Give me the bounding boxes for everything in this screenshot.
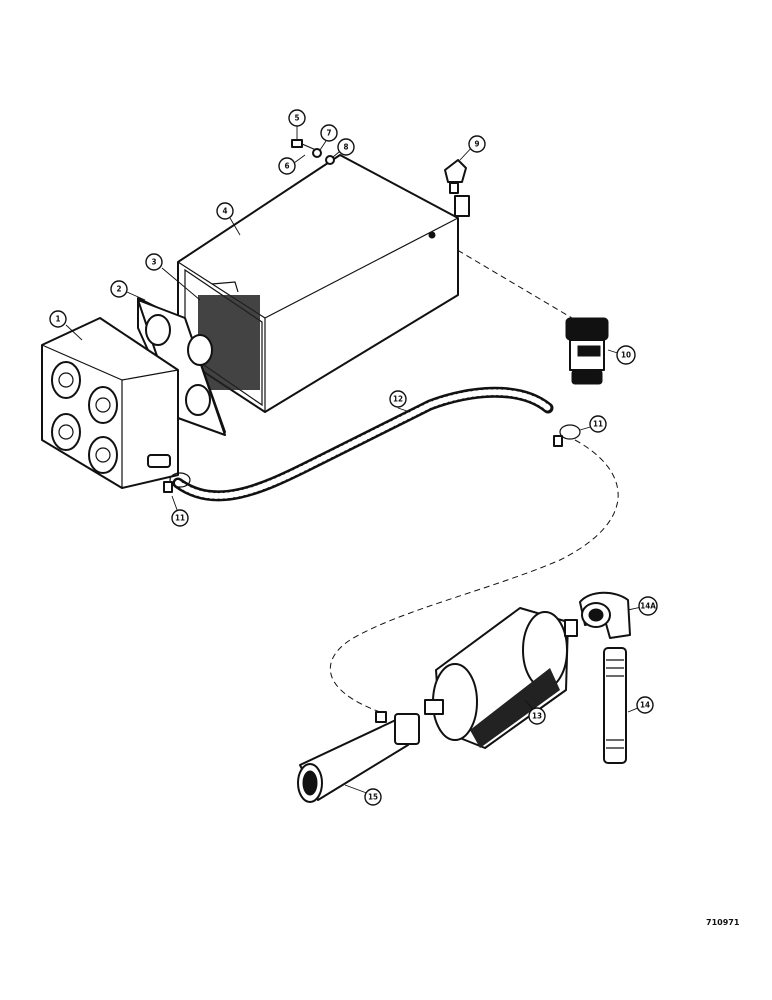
document-number: 710971: [706, 918, 740, 927]
svg-text:1: 1: [55, 315, 60, 324]
bolt-hardware: [291, 139, 335, 165]
callout-14a: 14A: [638, 596, 658, 616]
svg-text:3: 3: [151, 258, 156, 267]
pre-cleaner-box: [41, 317, 179, 489]
svg-text:14A: 14A: [640, 602, 656, 611]
svg-text:13: 13: [532, 712, 542, 721]
callout-3: 3: [145, 253, 163, 271]
callout-14: 14: [636, 696, 654, 714]
callout-12: 12: [389, 390, 407, 408]
gasket-plate: [137, 297, 226, 436]
intake-nozzle: [297, 711, 420, 803]
svg-text:9: 9: [474, 140, 479, 149]
callout-4: 4: [216, 202, 234, 220]
callout-2: 2: [110, 280, 128, 298]
pipe-elbow: [579, 591, 631, 639]
callout-13: 13: [528, 707, 546, 725]
callout-7: 7: [320, 124, 338, 142]
svg-text:5: 5: [294, 114, 299, 123]
svg-text:11: 11: [175, 514, 185, 523]
tubing-route-line: [329, 439, 619, 713]
callout-10: 10: [616, 345, 636, 365]
svg-text:10: 10: [621, 351, 631, 360]
vent-holes: [51, 361, 118, 474]
hose-clamp-lower: [163, 472, 191, 493]
svg-text:12: 12: [393, 395, 403, 404]
pipe-nipple: [603, 647, 627, 764]
callout-5: 5: [288, 109, 306, 127]
callout-9: 9: [468, 135, 486, 153]
callout-6: 6: [278, 157, 296, 175]
inline-filter: [424, 607, 578, 749]
callout-15: 15: [364, 788, 382, 806]
svg-text:15: 15: [368, 793, 378, 802]
hose-clamp-upper: [553, 424, 581, 447]
callout-1: 1: [49, 310, 67, 328]
callout-11-upper: 11: [589, 415, 607, 433]
svg-text:7: 7: [326, 129, 331, 138]
svg-text:4: 4: [222, 207, 227, 216]
vacuum-hose: [172, 386, 554, 502]
cap-fitting: [444, 159, 467, 194]
svg-text:8: 8: [343, 143, 348, 152]
air-cleaner-housing: [177, 154, 470, 413]
svg-text:14: 14: [640, 701, 650, 710]
callout-11-lower: 11: [171, 509, 189, 527]
indicator-route-line: [431, 234, 573, 319]
svg-text:6: 6: [284, 162, 289, 171]
svg-text:2: 2: [116, 285, 121, 294]
callout-8: 8: [337, 138, 355, 156]
service-indicator: [565, 317, 609, 385]
svg-text:11: 11: [593, 420, 603, 429]
